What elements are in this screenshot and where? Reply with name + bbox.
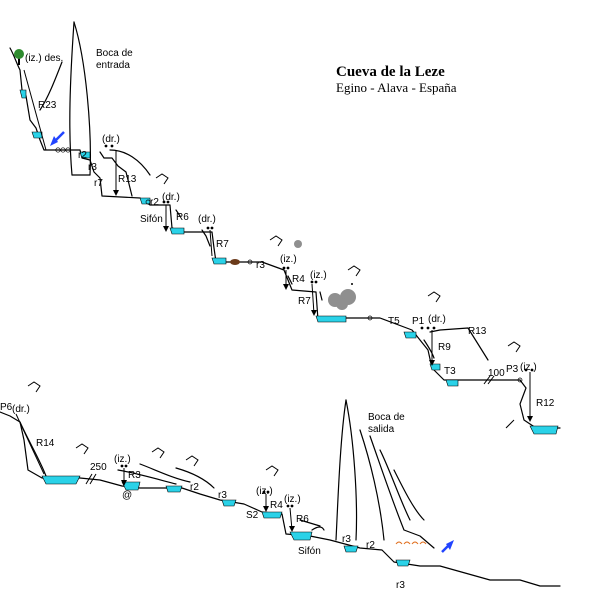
- diagram-subtitle: Egino - Alava - España: [336, 80, 457, 95]
- label-t5: T5: [388, 316, 400, 327]
- label-r7-b: R7: [216, 239, 229, 250]
- label-iz-5: (iz.): [256, 486, 273, 497]
- label-s2: S2: [246, 510, 259, 521]
- label-r6-b: R6: [296, 514, 309, 525]
- rock-blobs: [294, 240, 356, 310]
- label-r4-b: R4: [270, 500, 283, 511]
- label-r2-d: r2: [366, 540, 375, 551]
- label-sifon-2: Sifón: [298, 546, 321, 557]
- entrance-cliff: [39, 21, 91, 176]
- label-iz-4: (iz.): [114, 454, 131, 465]
- label-r23: R23: [38, 100, 57, 111]
- label-r14: R14: [36, 438, 55, 449]
- label-r3-c: R3: [128, 470, 141, 481]
- gravel-marks: [395, 541, 427, 545]
- lower-ropes: [15, 413, 295, 532]
- label-p1: P1: [412, 316, 425, 327]
- label-250: 250: [90, 462, 107, 473]
- label-r3-a: r3: [88, 162, 97, 173]
- label-r2-a: r2: [78, 150, 87, 161]
- label-p6: P6: [0, 402, 13, 413]
- entrance-label-line1: Boca de: [96, 48, 133, 59]
- river-flow-icon: [155, 173, 521, 353]
- mud-mark: [230, 259, 240, 265]
- label-r2-b: r2: [150, 197, 159, 208]
- anchor-points-lower: [120, 464, 294, 508]
- anchor-points-upper: [104, 144, 534, 372]
- label-t3: T3: [444, 366, 456, 377]
- entrance-label-line2: entrada: [96, 60, 130, 71]
- label-sifon-1: Sifón: [140, 214, 163, 225]
- lower-water-pools: [41, 475, 411, 567]
- label-iz-des: (iz.) des.: [25, 53, 63, 64]
- label-100: 100: [488, 368, 505, 379]
- break-marks: [483, 375, 515, 429]
- label-iz-2: (iz.): [310, 270, 327, 281]
- label-iz-1: (iz.): [280, 254, 297, 265]
- label-r12: R12: [536, 398, 555, 409]
- lower-profile: [0, 411, 561, 587]
- label-iz-6: (iz.): [284, 494, 301, 505]
- river-flow-icon-lower: [27, 381, 279, 477]
- label-r13-a: R13: [118, 174, 137, 185]
- label-dr-5: (dr.): [12, 404, 30, 415]
- label-dr-3: (dr.): [198, 214, 216, 225]
- label-r7-c: R7: [298, 296, 311, 307]
- upper-ropes: [23, 69, 533, 422]
- label-at: @: [122, 490, 132, 501]
- label-r3-d: r3: [218, 490, 227, 501]
- upper-profile: [9, 47, 561, 429]
- label-dr-2: (dr.): [162, 192, 180, 203]
- label-r4-a: R4: [292, 274, 305, 285]
- tree-icon: [14, 49, 24, 65]
- label-p3: P3: [506, 364, 519, 375]
- label-r9: R9: [438, 342, 451, 353]
- chain-links: [55, 147, 523, 383]
- diagram-title: Cueva de la Leze: [336, 64, 445, 80]
- exit-cliff: [335, 399, 435, 549]
- label-dr-4: (dr.): [428, 314, 446, 325]
- label-r3-b: r3: [256, 260, 265, 271]
- upper-water-pools: [19, 89, 559, 435]
- label-r6-a: R6: [176, 212, 189, 223]
- blue-arrow-icon: [50, 131, 65, 146]
- label-dr-1: (dr.): [102, 134, 120, 145]
- label-r3-e: r3: [342, 534, 351, 545]
- label-r7-a: r7: [94, 178, 103, 189]
- blue-exit-arrow-icon: [441, 540, 454, 553]
- label-r2-c: r2: [190, 482, 199, 493]
- break-marks-lower: [85, 473, 97, 485]
- exit-label-line2: salida: [368, 424, 395, 435]
- label-iz-3: (iz.): [520, 362, 537, 373]
- label-r13-b: R13: [468, 326, 487, 337]
- exit-label-line1: Boca de: [368, 412, 405, 423]
- label-r3-f: r3: [396, 580, 405, 591]
